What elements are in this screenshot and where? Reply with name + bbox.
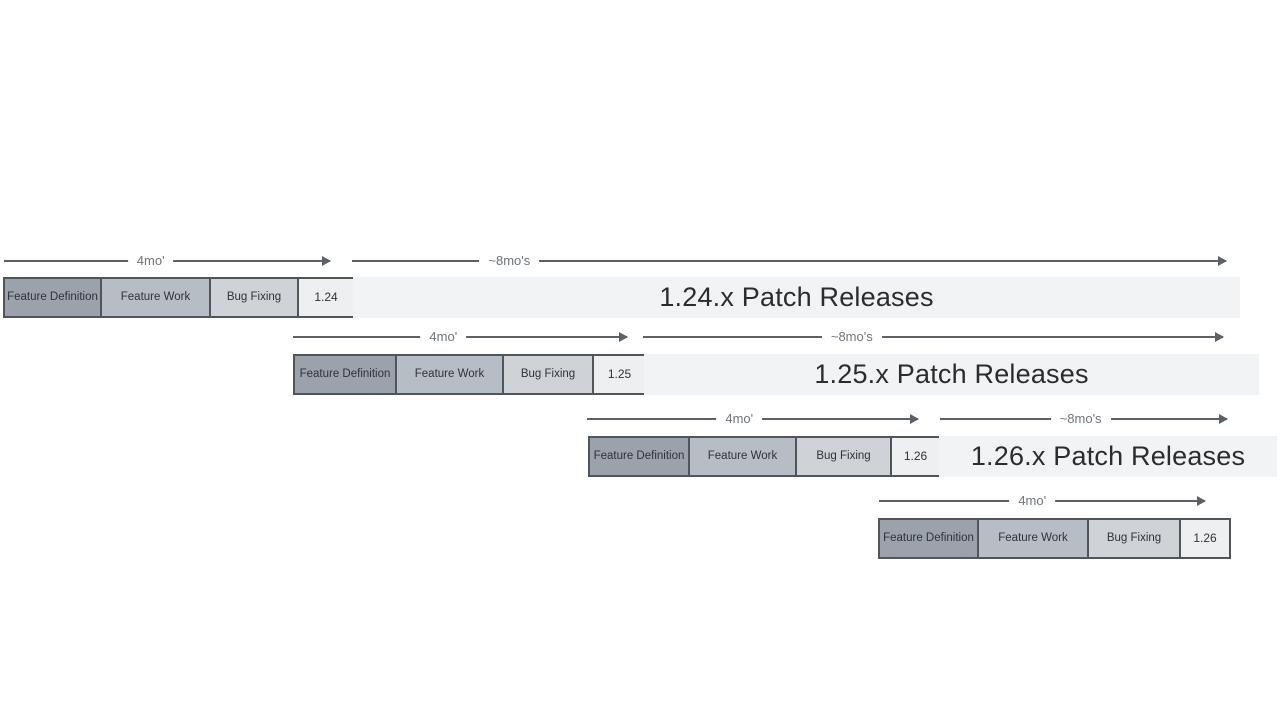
- phase-feature-work: Feature Work: [690, 438, 797, 475]
- dev-cycle-arrow-3: 4mo': [587, 411, 919, 427]
- dev-cycle-duration-label: 4mo': [420, 329, 467, 345]
- phase-feature-work: Feature Work: [979, 520, 1089, 557]
- patch-releases-bar-1-24: 1.24.x Patch Releases: [353, 277, 1240, 318]
- phase-feature-definition: Feature Definition: [880, 520, 979, 557]
- patch-cycle-duration-label: ~8mo's: [479, 253, 540, 269]
- release-phases-1-24: Feature Definition Feature Work Bug Fixi…: [3, 277, 355, 318]
- phase-feature-work: Feature Work: [102, 279, 211, 316]
- patch-cycle-duration-label: ~8mo's: [821, 329, 882, 345]
- dev-cycle-duration-label: 4mo': [1009, 493, 1056, 509]
- patch-releases-bar-1-26: 1.26.x Patch Releases: [939, 436, 1277, 477]
- release-phases-1-25: Feature Definition Feature Work Bug Fixi…: [293, 354, 647, 395]
- release-phases-1-26: Feature Definition Feature Work Bug Fixi…: [588, 436, 941, 477]
- version-box: 1.24: [299, 279, 353, 316]
- phase-feature-definition: Feature Definition: [5, 279, 102, 316]
- phase-feature-work: Feature Work: [397, 356, 504, 393]
- phase-bug-fixing: Bug Fixing: [504, 356, 594, 393]
- patch-cycle-arrow-1: ~8mo's: [352, 253, 1227, 269]
- version-box: 1.26: [892, 438, 939, 475]
- patch-releases-bar-1-25: 1.25.x Patch Releases: [644, 354, 1259, 395]
- phase-bug-fixing: Bug Fixing: [1089, 520, 1181, 557]
- patch-cycle-duration-label: ~8mo's: [1050, 411, 1111, 427]
- release-phases-next: Feature Definition Feature Work Bug Fixi…: [878, 518, 1231, 559]
- patch-cycle-arrow-2: ~8mo's: [643, 329, 1224, 345]
- patch-cycle-arrow-3: ~8mo's: [940, 411, 1228, 427]
- phase-bug-fixing: Bug Fixing: [211, 279, 299, 316]
- dev-cycle-duration-label: 4mo': [716, 411, 763, 427]
- phase-bug-fixing: Bug Fixing: [797, 438, 892, 475]
- version-box: 1.26: [1181, 520, 1229, 557]
- phase-feature-definition: Feature Definition: [295, 356, 397, 393]
- version-box: 1.25: [594, 356, 645, 393]
- phase-feature-definition: Feature Definition: [590, 438, 690, 475]
- dev-cycle-duration-label: 4mo': [127, 253, 174, 269]
- dev-cycle-arrow-2: 4mo': [293, 329, 628, 345]
- dev-cycle-arrow-1: 4mo': [4, 253, 331, 269]
- dev-cycle-arrow-4: 4mo': [879, 493, 1206, 509]
